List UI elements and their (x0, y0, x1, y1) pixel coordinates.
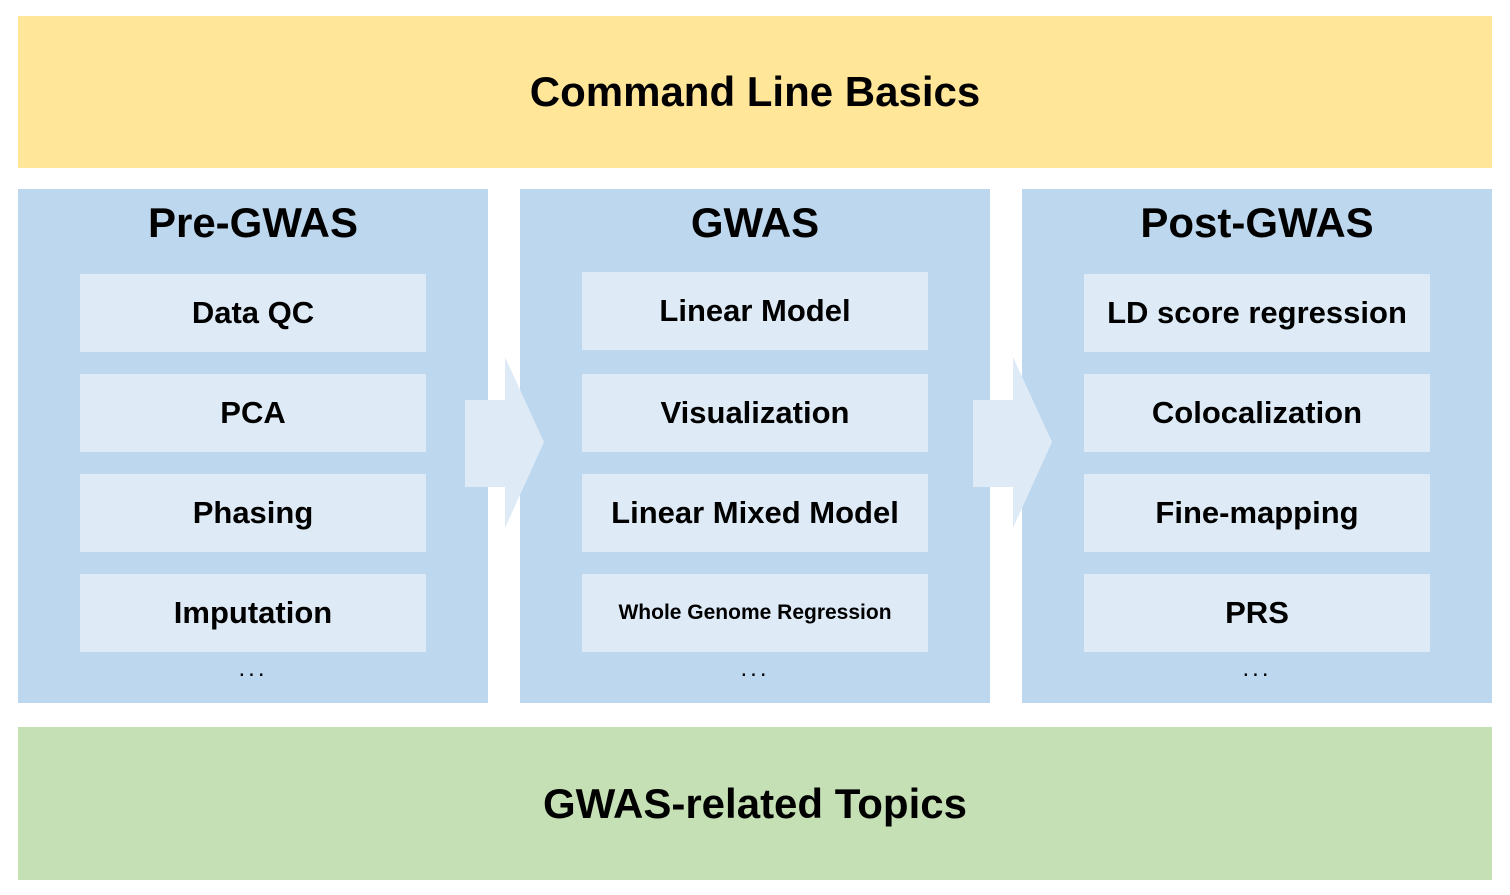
gwas-panel: GWAS Linear Model Visualization Linear M… (520, 189, 990, 703)
gwas-item: Visualization (582, 374, 928, 452)
command-line-basics-label: Command Line Basics (529, 68, 981, 115)
ellipsis: ... (740, 655, 770, 682)
post-gwas-item: PRS (1084, 574, 1430, 652)
pre-gwas-item: Imputation (80, 574, 426, 652)
pre-gwas-item: Data QC (80, 274, 426, 352)
pre-gwas-item: Phasing (80, 474, 426, 552)
pre-gwas-item: PCA (80, 374, 426, 452)
pre-gwas-panel: Pre-GWAS Data QC PCA Phasing Imputation … (18, 189, 488, 703)
command-line-basics-band: Command Line Basics (18, 16, 1492, 168)
post-gwas-item: Colocalization (1084, 374, 1430, 452)
gwas-item: Linear Model (582, 272, 928, 350)
post-gwas-title: Post-GWAS (1140, 199, 1374, 246)
gwas-item: Whole Genome Regression (582, 574, 928, 652)
ellipsis: ... (238, 655, 268, 682)
post-gwas-item: Fine-mapping (1084, 474, 1430, 552)
pre-gwas-title: Pre-GWAS (147, 199, 359, 246)
arrow-right-icon (465, 357, 544, 528)
arrow-right-icon (973, 357, 1052, 528)
post-gwas-panel: Post-GWAS LD score regression Colocaliza… (1022, 189, 1492, 703)
ellipsis: ... (1242, 655, 1272, 682)
gwas-related-topics-label: GWAS-related Topics (543, 779, 967, 827)
post-gwas-item: LD score regression (1084, 274, 1430, 352)
gwas-title: GWAS (690, 199, 820, 246)
gwas-item: Linear Mixed Model (582, 474, 928, 552)
gwas-related-topics-band: GWAS-related Topics (18, 727, 1492, 880)
